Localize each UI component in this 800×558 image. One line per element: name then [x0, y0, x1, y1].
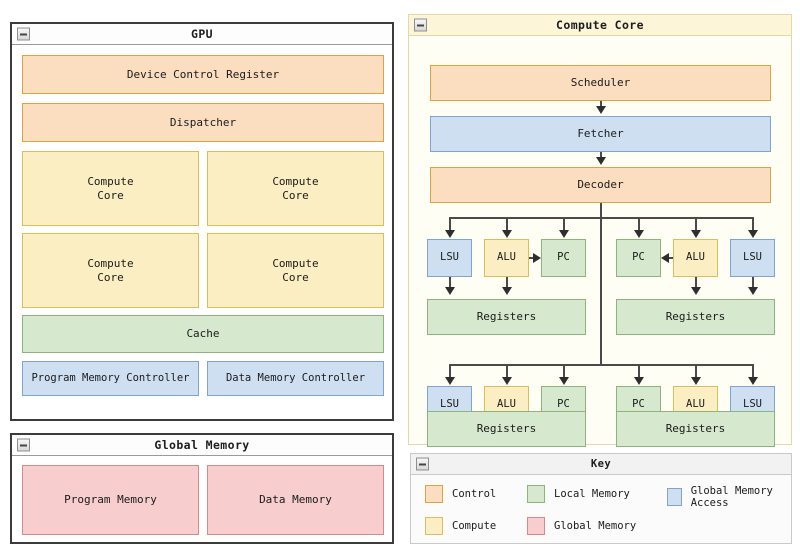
bus1-drop-4 [638, 217, 640, 233]
bus2-drop-4 [638, 364, 640, 380]
lsu-block-1[interactable]: LSU [427, 239, 472, 277]
key-panel: Key Control Local Memory Global Memory A… [410, 453, 792, 544]
bus1-arrowhead-2 [502, 230, 512, 238]
alu2-to-registers-arrowhead [691, 287, 701, 295]
alu-block-1[interactable]: ALU [484, 239, 529, 277]
minus-box-icon[interactable] [414, 18, 427, 32]
registers-block-4[interactable]: Registers [616, 411, 775, 447]
lsu-block-2[interactable]: LSU [730, 239, 775, 277]
bus1-arrowhead-3 [559, 230, 569, 238]
fetcher-block[interactable]: Fetcher [430, 116, 771, 152]
dispatcher-block[interactable]: Dispatcher [22, 103, 384, 142]
bus1-drop-3 [563, 217, 565, 233]
lsu2-to-registers-wire [752, 277, 754, 291]
program-memory-controller-block[interactable]: Program Memory Controller [22, 361, 199, 396]
alu-to-pc-arrowhead-1 [533, 253, 541, 263]
global-memory-panel-header: Global Memory [12, 435, 392, 456]
bus2-arrowhead-1 [445, 377, 455, 385]
minus-box-icon[interactable] [17, 27, 30, 41]
data-memory-controller-block[interactable]: Data Memory Controller [207, 361, 384, 396]
minus-box-icon[interactable] [416, 457, 429, 471]
pc-block-2[interactable]: PC [616, 239, 661, 277]
key-entry-global-memory-access: Global Memory Access [667, 485, 791, 509]
bus2-drop-6 [752, 364, 754, 380]
decoder-bus-2 [449, 364, 753, 366]
bus2-arrowhead-6 [748, 377, 758, 385]
alu1-to-registers-arrowhead [502, 287, 512, 295]
bus2-arrowhead-2 [502, 377, 512, 385]
alu-to-pc-wire-1 [529, 257, 534, 259]
alu1-to-registers-wire [506, 277, 508, 291]
decoder-block[interactable]: Decoder [430, 167, 771, 203]
scheduler-to-fetcher-arrowhead [596, 106, 606, 114]
bus2-arrowhead-5 [691, 377, 701, 385]
bus2-drop-5 [695, 364, 697, 380]
bus1-arrowhead-1 [445, 230, 455, 238]
pc-block-1[interactable]: PC [541, 239, 586, 277]
compute-core-block-4[interactable]: Compute Core [207, 233, 384, 308]
bus2-drop-3 [563, 364, 565, 380]
compute-core-panel-title: Compute Core [556, 18, 644, 32]
key-panel-header: Key [411, 454, 791, 475]
bus2-arrowhead-3 [559, 377, 569, 385]
key-entry-control: Control [425, 485, 496, 503]
lsu1-to-registers-arrowhead [445, 287, 455, 295]
minus-box-icon[interactable] [17, 438, 30, 452]
lsu1-to-registers-wire [449, 277, 451, 291]
global-memory-access-label: Global Memory Access [690, 485, 773, 509]
key-entry-compute: Compute [425, 517, 496, 535]
alu-block-2[interactable]: ALU [673, 239, 718, 277]
scheduler-block[interactable]: Scheduler [430, 65, 771, 101]
registers-block-2[interactable]: Registers [616, 299, 775, 335]
local-memory-label: Local Memory [554, 488, 630, 500]
compute-core-block-2[interactable]: Compute Core [207, 151, 384, 226]
control-color-swatch [425, 485, 443, 503]
bus1-drop-6 [752, 217, 754, 233]
key-entry-local-memory: Local Memory [527, 485, 630, 503]
gpu-panel-title: GPU [191, 27, 213, 41]
control-label: Control [452, 488, 497, 500]
bus2-drop-1 [449, 364, 451, 380]
alu2-to-registers-wire [695, 277, 697, 291]
global-memory-panel: Global Memory Program Memory Data Memory [10, 433, 394, 544]
bus1-drop-2 [506, 217, 508, 233]
global-memory-color-swatch [527, 517, 545, 535]
alu-to-pc-arrowhead-2 [661, 253, 669, 263]
bus1-drop-5 [695, 217, 697, 233]
bus2-arrowhead-4 [634, 377, 644, 385]
local-memory-color-swatch [527, 485, 545, 503]
key-panel-title: Key [590, 458, 612, 470]
gpu-panel-header: GPU [12, 24, 392, 45]
lsu2-to-registers-arrowhead [748, 287, 758, 295]
data-memory-block[interactable]: Data Memory [207, 465, 384, 535]
scheduler-to-fetcher-wire [600, 101, 602, 109]
compute-core-panel: Compute Core Scheduler Fetcher Decoder L… [408, 14, 792, 447]
fetcher-to-decoder-arrowhead [596, 157, 606, 165]
alu-to-pc-wire-2 [668, 257, 673, 259]
global-memory-access-color-swatch [667, 488, 682, 506]
bus1-arrowhead-6 [748, 230, 758, 238]
registers-block-1[interactable]: Registers [427, 299, 586, 335]
program-memory-block[interactable]: Program Memory [22, 465, 199, 535]
global-memory-label: Global Memory [554, 520, 637, 532]
compute-core-block-3[interactable]: Compute Core [22, 233, 199, 308]
device-control-register-block[interactable]: Device Control Register [22, 55, 384, 94]
bus1-arrowhead-4 [634, 230, 644, 238]
compute-core-block-1[interactable]: Compute Core [22, 151, 199, 226]
decoder-bus-1 [449, 217, 753, 219]
cache-block[interactable]: Cache [22, 315, 384, 353]
compute-core-panel-header: Compute Core [409, 15, 791, 36]
bus2-drop-2 [506, 364, 508, 380]
compute-color-swatch [425, 517, 443, 535]
global-memory-panel-title: Global Memory [154, 438, 250, 452]
fetcher-to-decoder-wire [600, 152, 602, 160]
compute-label: Compute [452, 520, 497, 532]
bus1-drop-1 [449, 217, 451, 233]
registers-block-3[interactable]: Registers [427, 411, 586, 447]
decoder-trunk-wire [600, 203, 602, 364]
key-entry-global-memory: Global Memory [527, 517, 636, 535]
gpu-panel: GPU Device Control Register Dispatcher C… [10, 22, 394, 421]
bus1-arrowhead-5 [691, 230, 701, 238]
